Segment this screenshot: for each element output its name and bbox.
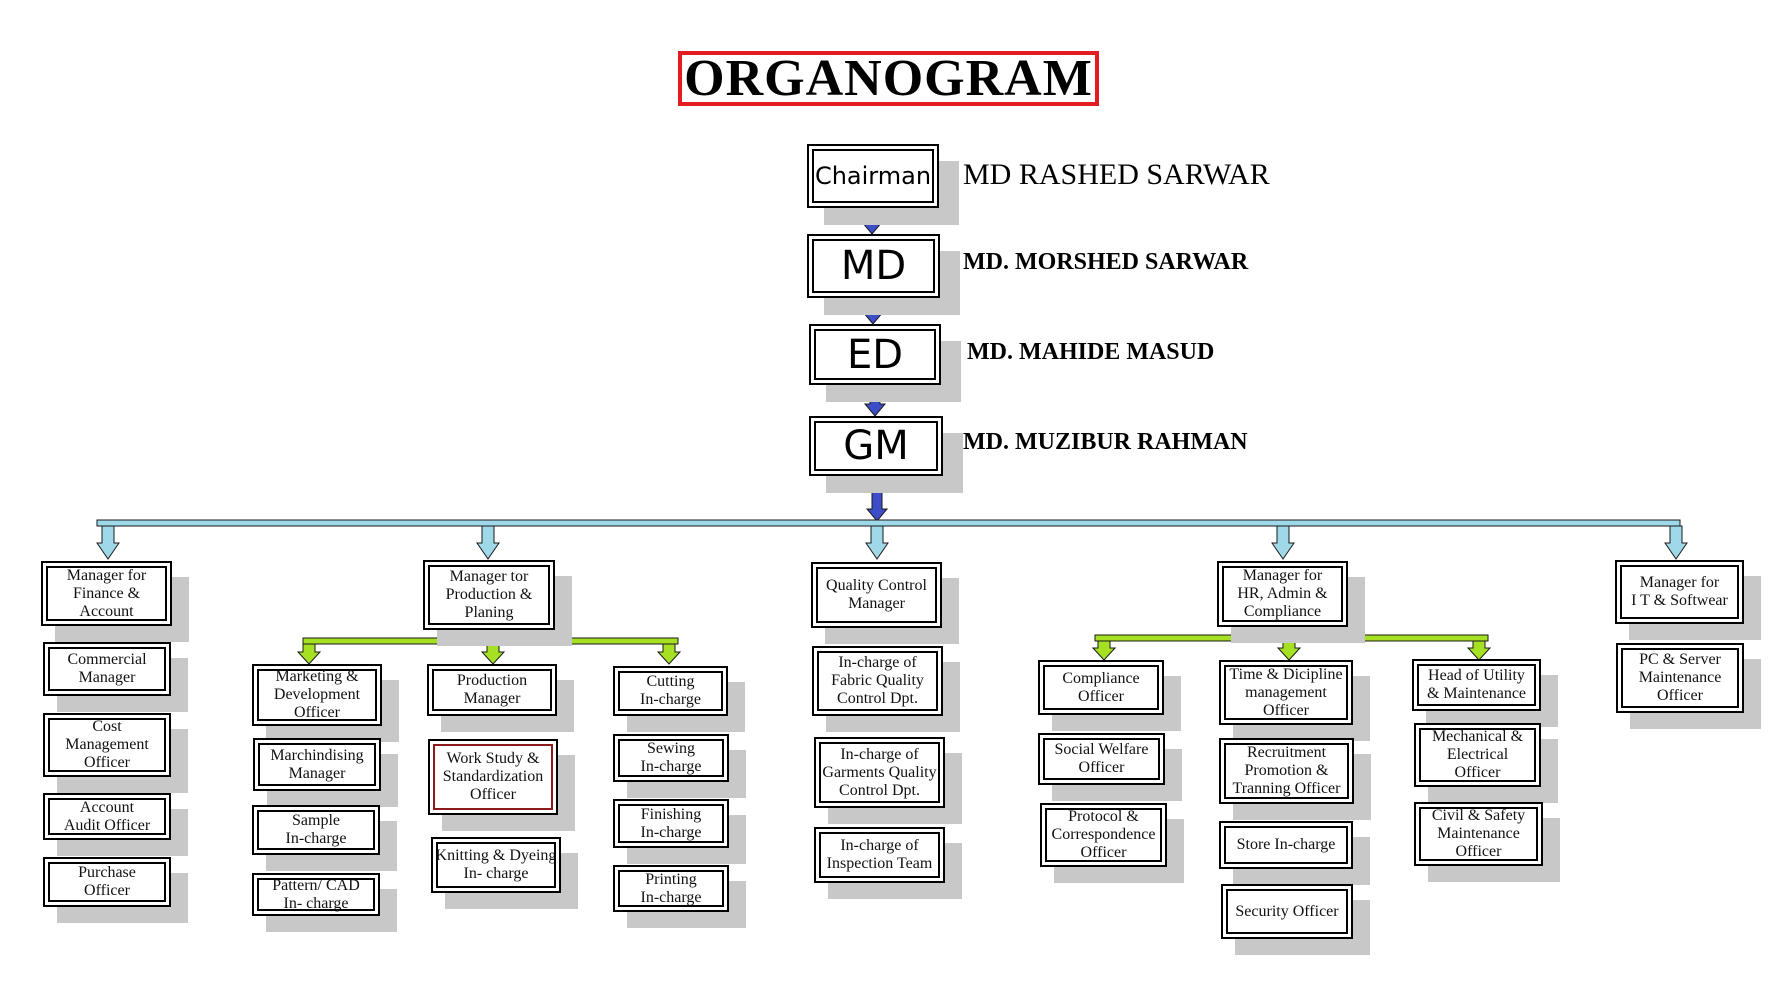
box-label: Social Welfare Officer (1054, 741, 1149, 776)
box-label: Finishing In-charge (640, 805, 702, 841)
box-label: Manager for Finance & Account (66, 566, 147, 620)
box-frame: Quality Control Manager (811, 562, 942, 628)
box-label: PC & Server Maintenance Officer (1638, 651, 1722, 704)
box-frame: Commercial Manager (43, 642, 171, 696)
box-frame: GM (809, 416, 943, 476)
box-frame: Marketing & Development Officer (252, 664, 382, 726)
box-frame: Pattern/ CAD In- charge (252, 873, 380, 916)
person-name: MD. MUZIBUR RAHMAN (963, 429, 1248, 455)
box-label: Printing In-charge (640, 870, 702, 906)
box-frame: In-charge of Garments Quality Control Dp… (814, 737, 945, 808)
box-frame: PC & Server Maintenance Officer (1616, 643, 1744, 713)
box-frame: Recruitment Promotion & Tranning Officer (1219, 738, 1354, 804)
box-frame: Protocol & Correspondence Officer (1040, 803, 1167, 867)
box-label: Marketing & Development Officer (273, 668, 361, 721)
down-arrow-icon (96, 525, 120, 560)
box-label: Commercial Manager (67, 651, 147, 686)
box-label: Protocol & Correspondence Officer (1051, 808, 1156, 861)
box-frame: Manager for HR, Admin & Compliance (1217, 561, 1348, 627)
box-frame: Manager tor Production & Planing (423, 560, 555, 630)
box-frame: Cost Management Officer (43, 713, 171, 777)
box-label: Purchase Officer (78, 864, 136, 899)
box-frame: Sewing In-charge (613, 734, 729, 782)
department-connector (96, 519, 1688, 560)
box-frame: Head of Utility & Maintenance (1412, 659, 1541, 711)
down-arrow-icon (1091, 640, 1117, 661)
box-frame: Manager for Finance & Account (41, 561, 172, 626)
role-label: MD (840, 243, 907, 289)
box-label: In-charge of Garments Quality Control Dp… (822, 745, 937, 799)
down-arrow-icon (1271, 525, 1295, 560)
box-label: Cost Management Officer (65, 718, 149, 771)
department-bar (96, 519, 1681, 527)
box-label: Sample In-charge (285, 812, 347, 847)
box-frame: Manager for I T & Softwear (1615, 560, 1744, 624)
box-label: Civil & Safety Maintenance Officer (1431, 807, 1526, 860)
box-frame: Social Welfare Officer (1038, 733, 1165, 785)
box-frame: Finishing In-charge (613, 799, 729, 848)
role-label: ED (846, 331, 904, 378)
box-frame: Chairman (807, 144, 939, 208)
box-label: In-charge of Inspection Team (826, 837, 933, 872)
box-frame: Knitting & Dyeing In- charge (431, 837, 561, 893)
box-frame: In-charge of Fabric Quality Control Dpt. (812, 646, 943, 716)
down-arrow-icon (1276, 640, 1302, 661)
box-frame: Compliance Officer (1038, 660, 1164, 715)
role-label: GM (843, 423, 909, 469)
box-label: Security Officer (1235, 902, 1339, 920)
title-banner: ORGANOGRAM (678, 51, 1099, 106)
box-frame: Cutting In-charge (613, 666, 728, 716)
person-name: MD. MAHIDE MASUD (967, 339, 1215, 365)
box-frame: Civil & Safety Maintenance Officer (1414, 802, 1543, 866)
box-frame: Time & Dicipline management Officer (1219, 660, 1353, 725)
down-arrow-icon (1664, 525, 1688, 560)
box-label: Store In-charge (1236, 836, 1336, 853)
box-frame: Account Audit Officer (43, 793, 171, 840)
role-label: Chairman (814, 162, 932, 190)
box-label: Manager for HR, Admin & Compliance (1237, 567, 1328, 620)
down-arrow-icon (296, 643, 322, 665)
box-frame: Mechanical & Electrical Officer (1414, 723, 1541, 787)
box-label: Knitting & Dyeing In- charge (435, 847, 557, 882)
box-frame: Printing In-charge (613, 865, 729, 912)
person-name: MD RASHED SARWAR (963, 158, 1270, 191)
box-label: Cutting In-charge (640, 673, 701, 708)
box-label: Quality Control Manager (826, 577, 927, 612)
down-arrow-icon (480, 643, 506, 665)
box-label: Work Study & Standardization Officer (442, 750, 544, 803)
box-label: Time & Dicipline management Officer (1229, 665, 1343, 719)
box-frame: Work Study & Standardization Officer (428, 739, 558, 815)
box-label: Production Manager (456, 672, 528, 707)
box-label: Manager tor Production & Planing (445, 568, 533, 621)
box-label: Account Audit Officer (63, 798, 151, 834)
box-frame: Sample In-charge (252, 805, 380, 855)
box-frame: Store In-charge (1219, 821, 1353, 869)
box-label: Compliance Officer (1062, 669, 1140, 705)
box-label: In-charge of Fabric Quality Control Dpt. (831, 654, 924, 707)
box-frame: Purchase Officer (43, 857, 171, 907)
box-frame: Security Officer (1221, 884, 1353, 939)
box-frame: Production Manager (427, 664, 557, 716)
box-label: Sewing In-charge (640, 740, 702, 775)
down-arrow-icon (865, 525, 889, 560)
down-arrow-icon (656, 643, 682, 665)
box-label: Pattern/ CAD In- charge (272, 876, 360, 912)
down-arrow-icon (1466, 640, 1492, 661)
box-label: Recruitment Promotion & Tranning Officer (1232, 744, 1341, 797)
down-arrow-icon (476, 525, 500, 560)
box-frame: Marchindising Manager (253, 738, 381, 791)
box-label: Mechanical & Electrical Officer (1431, 728, 1524, 781)
box-label: Marchindising Manager (270, 746, 364, 782)
box-frame: ED (809, 324, 941, 385)
box-label: Manager for I T & Softwear (1631, 574, 1728, 609)
person-name: MD. MORSHED SARWAR (963, 249, 1249, 275)
box-label: Head of Utility & Maintenance (1426, 667, 1527, 702)
page-title: ORGANOGRAM (684, 49, 1093, 107)
box-frame: MD (807, 234, 940, 298)
box-frame: In-charge of Inspection Team (814, 827, 945, 883)
